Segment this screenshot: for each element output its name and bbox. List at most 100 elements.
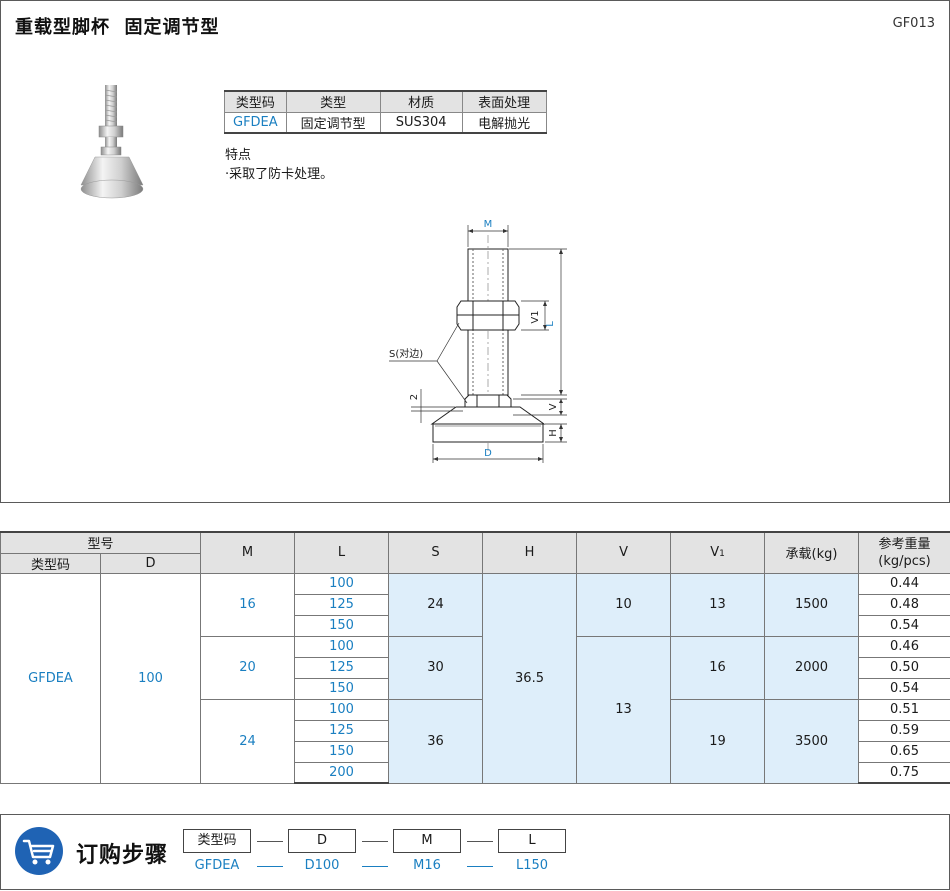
dim-2-label: 2 bbox=[409, 394, 420, 400]
s-cell: 36 bbox=[388, 698, 484, 784]
type-table-header: 材质 bbox=[379, 90, 463, 113]
weight-header-line2: (kg/pcs) bbox=[878, 553, 931, 569]
l-header: L bbox=[294, 531, 390, 574]
features-title: 特点 bbox=[225, 148, 252, 163]
table-row: 20 100 30 13 16 2000 0.46 bbox=[1, 635, 950, 784]
d-cell: 100 bbox=[99, 572, 202, 784]
table-row: GFDEA 100 16 100 24 36.5 10 13 1500 0.44 bbox=[0, 572, 950, 784]
weight-cell: 0.59 bbox=[858, 719, 950, 742]
l-cell: 125 bbox=[294, 719, 390, 742]
v-cell: 13 bbox=[576, 635, 672, 784]
order-box-d: D bbox=[288, 829, 356, 853]
feature-item: ·采取了防卡处理。 bbox=[225, 167, 334, 182]
weight-header: 参考重量(kg/pcs) bbox=[858, 531, 950, 574]
order-value-type-code: GFDEA bbox=[194, 858, 240, 873]
l-cell: 150 bbox=[294, 677, 390, 700]
d-header: D bbox=[99, 552, 202, 574]
v-cell: 10 bbox=[576, 572, 672, 637]
weight-cell: 0.75 bbox=[858, 761, 950, 784]
type-table-cell: 电解抛光 bbox=[461, 111, 547, 134]
weight-cell: 0.51 bbox=[858, 698, 950, 721]
dim-l-label: L bbox=[545, 321, 556, 327]
order-value-l: L150 bbox=[515, 858, 549, 873]
h-cell: 36.5 bbox=[482, 572, 578, 784]
load-header: 承载(kg) bbox=[764, 531, 860, 574]
table-row: 150 0.54 bbox=[1, 614, 950, 637]
product-photo bbox=[80, 85, 144, 199]
weight-cell: 0.65 bbox=[858, 740, 950, 763]
l-cell: 100 bbox=[294, 635, 390, 658]
l-cell: 150 bbox=[294, 614, 390, 637]
order-box-l: L bbox=[498, 829, 566, 853]
table-row: 125 0.48 bbox=[1, 593, 950, 616]
order-separator bbox=[362, 841, 388, 842]
weight-cell: 0.54 bbox=[858, 614, 950, 637]
weight-header-line1: 参考重量 bbox=[878, 536, 931, 552]
dim-m-label: M bbox=[484, 219, 493, 230]
v1-header-sub: 1 bbox=[719, 549, 725, 560]
order-box-m: M bbox=[393, 829, 461, 853]
v1-header-main: V bbox=[710, 545, 720, 561]
type-table-header: 表面处理 bbox=[461, 90, 547, 113]
type-table-cell: SUS304 bbox=[379, 111, 463, 134]
s-cell: 30 bbox=[388, 635, 484, 700]
order-separator bbox=[467, 866, 493, 867]
type-table-cell: GFDEA bbox=[224, 111, 287, 134]
s-cell: 24 bbox=[388, 572, 484, 637]
dim-v1-label: V1 bbox=[530, 310, 541, 323]
l-cell: 100 bbox=[294, 572, 390, 595]
order-separator bbox=[257, 866, 283, 867]
m-cell: 24 bbox=[200, 698, 296, 784]
weight-cell: 0.46 bbox=[858, 635, 950, 658]
v1-cell: 16 bbox=[670, 635, 766, 700]
type-table: 类型码 类型 材质 表面处理 GFDEA 固定调节型 SUS304 电解抛光 bbox=[224, 90, 547, 134]
type-code-header: 类型码 bbox=[0, 552, 101, 574]
v1-cell: 13 bbox=[670, 572, 766, 637]
load-cell: 1500 bbox=[764, 572, 860, 637]
l-cell: 125 bbox=[294, 593, 390, 616]
order-value-d: D100 bbox=[304, 858, 340, 873]
m-cell: 16 bbox=[200, 572, 296, 637]
type-table-header: 类型码 bbox=[224, 90, 287, 113]
table-row: 200 0.75 bbox=[1, 761, 950, 784]
type-code-cell: GFDEA bbox=[0, 572, 101, 784]
dim-d-label: D bbox=[484, 448, 492, 459]
weight-cell: 0.48 bbox=[858, 593, 950, 616]
shopping-cart-icon bbox=[15, 827, 63, 875]
spec-table: 型号 M L S H V V1 承载(kg) 参考重量(kg/pcs) 类型码 … bbox=[0, 531, 950, 784]
weight-cell: 0.50 bbox=[858, 656, 950, 679]
v1-header: V1 bbox=[670, 531, 766, 574]
m-cell: 20 bbox=[200, 635, 296, 700]
product-panel: 重载型脚杯 固定调节型 GF013 类型码 类型 材质 bbox=[0, 0, 950, 503]
page-title: 重载型脚杯 固定调节型 bbox=[15, 17, 220, 38]
type-table-cell: 固定调节型 bbox=[285, 111, 381, 134]
dim-v-label: V bbox=[548, 403, 559, 410]
l-cell: 200 bbox=[294, 761, 390, 784]
order-value-m: M16 bbox=[413, 858, 441, 873]
l-cell: 100 bbox=[294, 698, 390, 721]
table-row: 24 100 36 19 3500 0.51 bbox=[1, 698, 950, 784]
l-cell: 150 bbox=[294, 740, 390, 763]
dim-s-label: S(对边) bbox=[389, 347, 423, 360]
order-separator bbox=[467, 841, 493, 842]
l-cell: 125 bbox=[294, 656, 390, 679]
order-box-type-code: 类型码 bbox=[183, 829, 251, 853]
weight-cell: 0.44 bbox=[858, 572, 950, 595]
model-header: 型号 bbox=[0, 531, 202, 554]
type-table-header: 类型 bbox=[285, 90, 381, 113]
table-row: 125 0.50 bbox=[1, 656, 950, 679]
load-cell: 3500 bbox=[764, 698, 860, 784]
dim-h-label: H bbox=[548, 429, 559, 437]
order-title: 订购步骤 bbox=[76, 843, 169, 868]
s-header: S bbox=[388, 531, 484, 574]
technical-drawing: M L V1 V H 2 D S(对边) bbox=[389, 219, 567, 463]
product-code: GF013 bbox=[892, 16, 935, 31]
v-header: V bbox=[576, 531, 672, 574]
h-header: H bbox=[482, 531, 578, 574]
order-panel: 订购步骤 类型码 D M L GFDEA D100 M16 L150 bbox=[0, 814, 950, 890]
weight-cell: 0.54 bbox=[858, 677, 950, 700]
order-separator bbox=[257, 841, 283, 842]
order-separator bbox=[362, 866, 388, 867]
load-cell: 2000 bbox=[764, 635, 860, 700]
v1-cell: 19 bbox=[670, 698, 766, 784]
